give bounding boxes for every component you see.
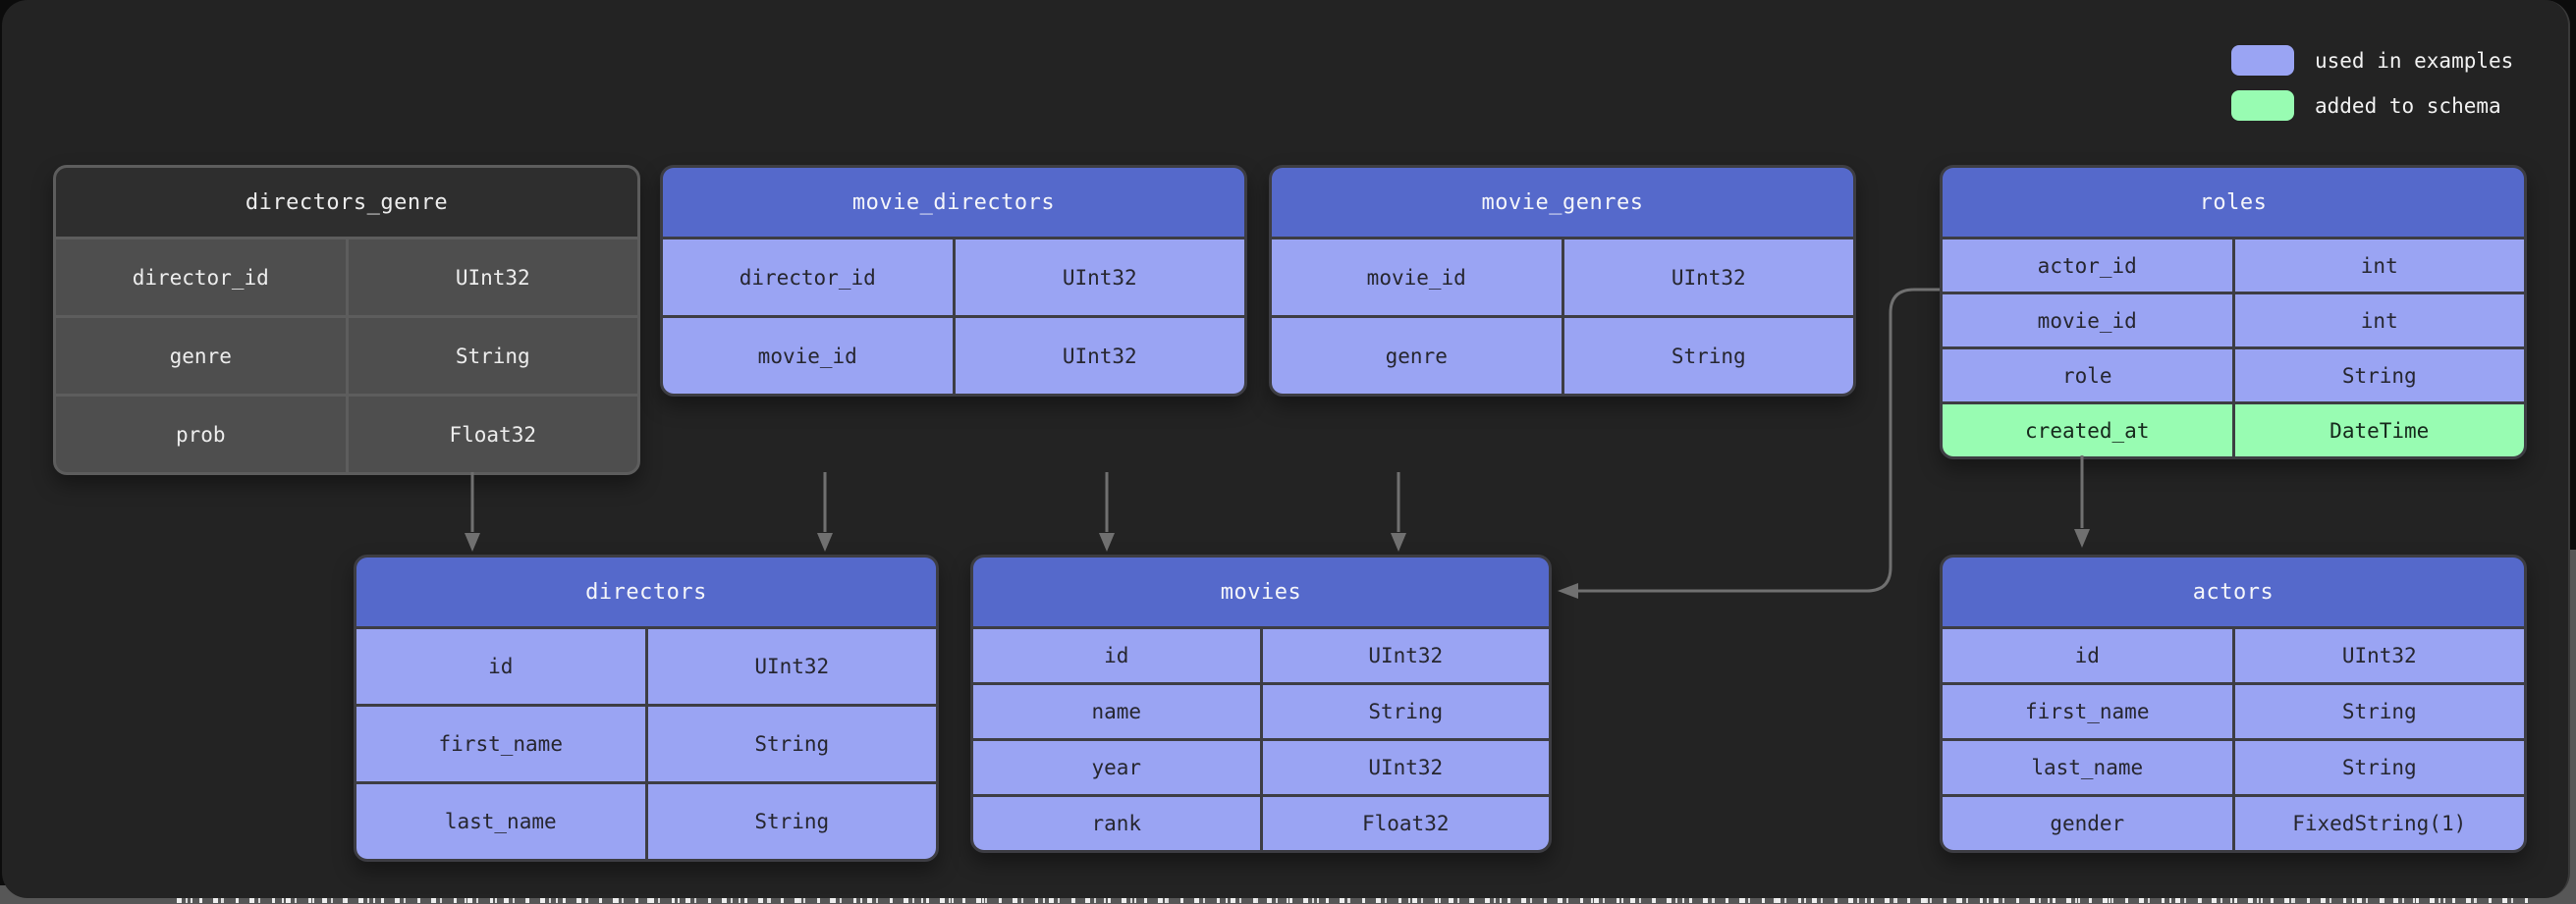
column-name: director_id bbox=[663, 239, 953, 315]
column-name: first_name bbox=[356, 707, 645, 781]
column-name: id bbox=[1943, 629, 2232, 682]
table-title: movies bbox=[973, 558, 1549, 626]
column-name: last_name bbox=[1943, 741, 2232, 794]
column-name: name bbox=[973, 685, 1260, 738]
column-name: rank bbox=[973, 797, 1260, 850]
column-name: first_name bbox=[1943, 685, 2232, 738]
column-type: UInt32 bbox=[952, 318, 1244, 394]
legend-label: added to schema bbox=[2315, 93, 2501, 118]
column-type: String bbox=[2231, 349, 2524, 401]
clipped-text-artifact bbox=[177, 897, 2534, 903]
column-type: int bbox=[2231, 239, 2524, 292]
legend-swatch-blue bbox=[2231, 45, 2294, 76]
column-type: Float32 bbox=[345, 397, 637, 472]
column-type: UInt32 bbox=[644, 629, 936, 704]
column-type: UInt32 bbox=[952, 239, 1244, 315]
legend-item-used-in-examples: used in examples bbox=[2231, 45, 2513, 76]
legend-label: used in examples bbox=[2315, 48, 2514, 73]
column-name: genre bbox=[1272, 318, 1562, 394]
legend-item-added-to-schema: added to schema bbox=[2231, 90, 2513, 121]
column-name: year bbox=[973, 741, 1260, 794]
legend-swatch-green bbox=[2231, 90, 2294, 121]
column-type: String bbox=[345, 318, 637, 394]
column-name: actor_id bbox=[1943, 239, 2232, 292]
column-name: last_name bbox=[356, 784, 645, 859]
column-name: created_at bbox=[1943, 404, 2232, 456]
column-type: String bbox=[644, 784, 936, 859]
column-name: movie_id bbox=[663, 318, 953, 394]
column-type: String bbox=[1259, 685, 1549, 738]
column-type: UInt32 bbox=[345, 239, 637, 315]
column-name: gender bbox=[1943, 797, 2232, 850]
column-name: prob bbox=[56, 397, 346, 472]
column-name: role bbox=[1943, 349, 2232, 401]
column-type: String bbox=[1561, 318, 1853, 394]
table-title: roles bbox=[1943, 168, 2524, 237]
column-type: UInt32 bbox=[2231, 629, 2524, 682]
column-name: director_id bbox=[56, 239, 346, 315]
table-title: directors_genre bbox=[56, 168, 637, 237]
column-name: movie_id bbox=[1943, 294, 2232, 346]
column-type: UInt32 bbox=[1259, 741, 1549, 794]
table-title: movie_genres bbox=[1272, 168, 1853, 237]
column-type: Float32 bbox=[1259, 797, 1549, 850]
column-name: genre bbox=[56, 318, 346, 394]
column-type: String bbox=[2231, 741, 2524, 794]
column-type: String bbox=[2231, 685, 2524, 738]
column-type: FixedString(1) bbox=[2231, 797, 2524, 850]
column-name: movie_id bbox=[1272, 239, 1562, 315]
table-title: movie_directors bbox=[663, 168, 1244, 237]
legend: used in examples added to schema bbox=[2231, 45, 2513, 121]
column-type: int bbox=[2231, 294, 2524, 346]
table-title: actors bbox=[1943, 558, 2524, 626]
column-type: UInt32 bbox=[1561, 239, 1853, 315]
column-type: DateTime bbox=[2231, 404, 2524, 456]
column-name: id bbox=[973, 629, 1260, 682]
column-type: String bbox=[644, 707, 936, 781]
table-title: directors bbox=[356, 558, 936, 626]
column-name: id bbox=[356, 629, 645, 704]
column-type: UInt32 bbox=[1259, 629, 1549, 682]
